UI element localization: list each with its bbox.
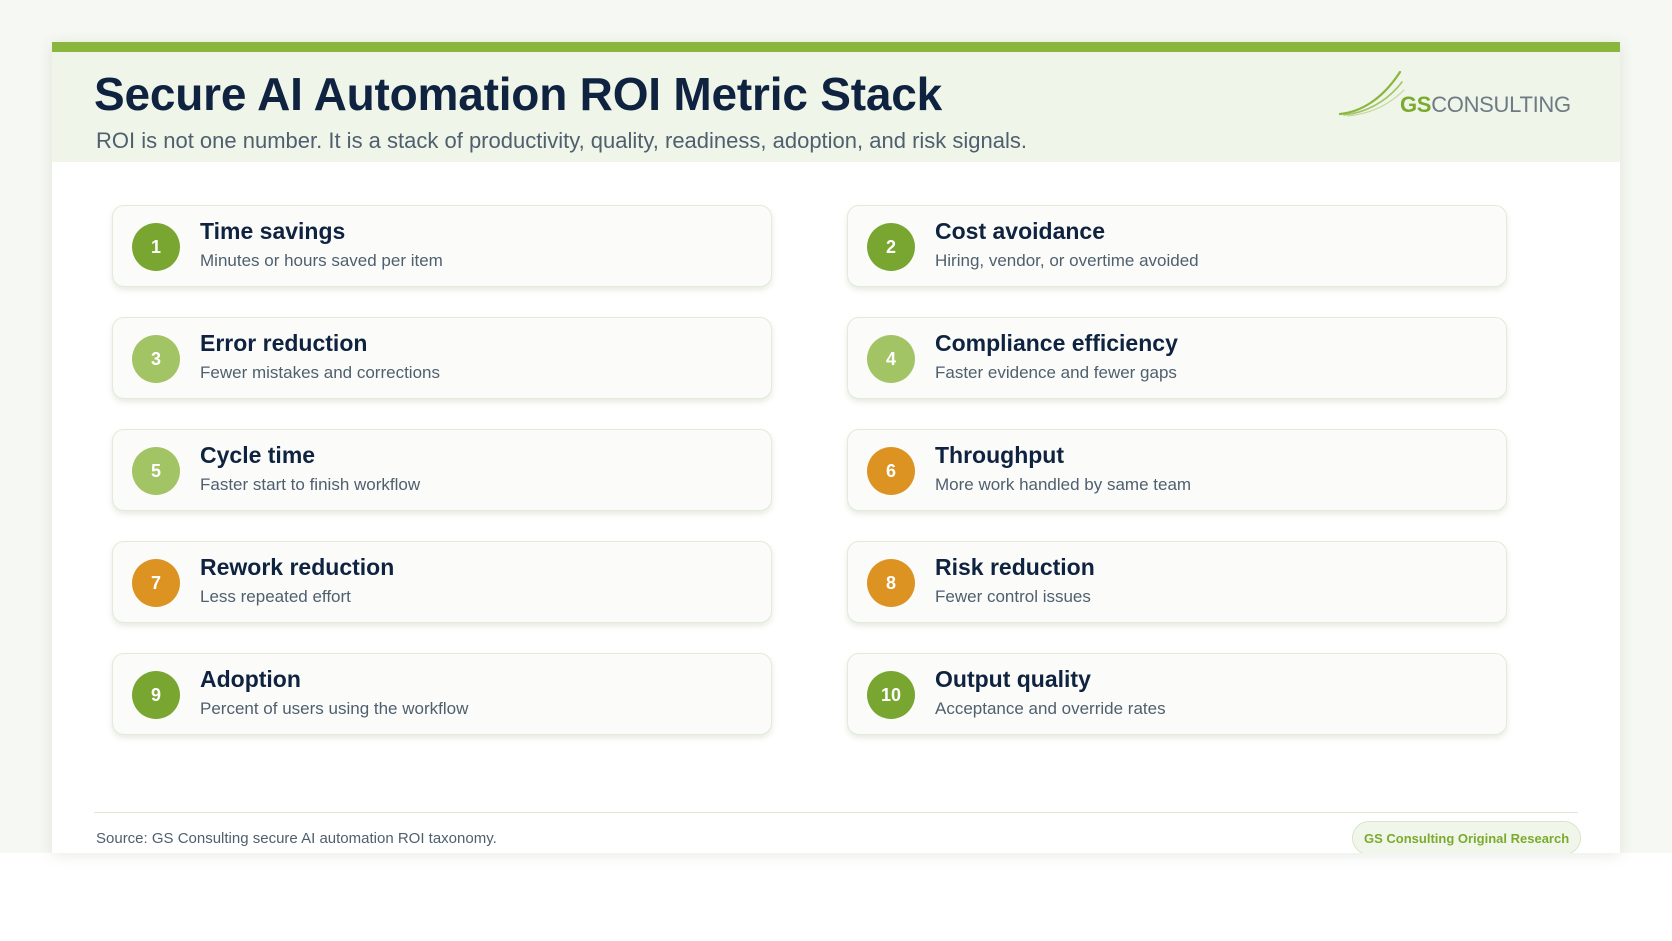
metric-number-badge: 6 xyxy=(867,447,915,495)
metric-title: Rework reduction xyxy=(200,554,395,580)
metric-number-badge: 3 xyxy=(132,335,180,383)
original-research-badge: GS Consulting Original Research xyxy=(1352,821,1582,853)
metric-title: Error reduction xyxy=(200,330,368,356)
page-subtitle: ROI is not one number. It is a stack of … xyxy=(96,128,1027,153)
header: Secure AI Automation ROI Metric Stack RO… xyxy=(52,52,1620,162)
metric-card: 8 Risk reduction Fewer control issues xyxy=(847,541,1507,623)
metric-number-badge: 10 xyxy=(867,671,915,719)
metric-number-badge: 5 xyxy=(132,447,180,495)
metric-number-badge: 4 xyxy=(867,335,915,383)
metric-card: 3 Error reduction Fewer mistakes and cor… xyxy=(112,317,772,399)
metric-title: Cost avoidance xyxy=(935,218,1105,244)
metric-title: Cycle time xyxy=(200,442,316,468)
footer-divider xyxy=(94,812,1578,813)
metric-description: Minutes or hours saved per item xyxy=(200,251,443,270)
metric-description: Acceptance and override rates xyxy=(935,699,1166,718)
metric-number-badge: 7 xyxy=(132,559,180,607)
gs-consulting-logo: GSCONSULTING xyxy=(1338,68,1571,124)
metric-card: 1 Time savings Minutes or hours saved pe… xyxy=(112,205,772,287)
swoosh-icon xyxy=(1338,70,1405,117)
slide: Secure AI Automation ROI Metric Stack RO… xyxy=(52,42,1620,853)
accent-bar xyxy=(52,42,1620,52)
metric-card: 10 Output quality Acceptance and overrid… xyxy=(847,653,1507,735)
metric-number-badge: 1 xyxy=(132,223,180,271)
logo-brand-bold: GS xyxy=(1400,92,1432,117)
metric-description: Hiring, vendor, or overtime avoided xyxy=(935,251,1199,270)
metric-title: Output quality xyxy=(935,666,1091,692)
metric-title: Adoption xyxy=(200,666,301,692)
metric-description: Less repeated effort xyxy=(200,587,351,606)
metric-card: 2 Cost avoidance Hiring, vendor, or over… xyxy=(847,205,1507,287)
metric-number-badge: 2 xyxy=(867,223,915,271)
metric-description: Faster evidence and fewer gaps xyxy=(935,363,1177,382)
page-title: Secure AI Automation ROI Metric Stack xyxy=(94,68,943,120)
metric-number-badge: 8 xyxy=(867,559,915,607)
metric-description: Fewer control issues xyxy=(935,587,1091,606)
metric-card: 4 Compliance efficiency Faster evidence … xyxy=(847,317,1507,399)
metric-card: 6 Throughput More work handled by same t… xyxy=(847,429,1507,511)
metric-description: Percent of users using the workflow xyxy=(200,699,469,718)
metric-description: More work handled by same team xyxy=(935,475,1192,494)
metric-description: Fewer mistakes and corrections xyxy=(200,363,440,382)
source-note: Source: GS Consulting secure AI automati… xyxy=(96,830,497,847)
metric-title: Compliance efficiency xyxy=(935,330,1178,356)
logo-wordmark: GSCONSULTING xyxy=(1400,92,1571,118)
metric-title: Time savings xyxy=(200,218,346,244)
metric-number-badge: 9 xyxy=(132,671,180,719)
metric-description: Faster start to finish workflow xyxy=(200,475,421,494)
metric-title: Throughput xyxy=(935,442,1065,468)
metric-title: Risk reduction xyxy=(935,554,1095,580)
metric-card: 9 Adoption Percent of users using the wo… xyxy=(112,653,772,735)
metric-card: 7 Rework reduction Less repeated effort xyxy=(112,541,772,623)
metric-card: 5 Cycle time Faster start to finish work… xyxy=(112,429,772,511)
logo-brand-rest: CONSULTING xyxy=(1431,92,1571,117)
